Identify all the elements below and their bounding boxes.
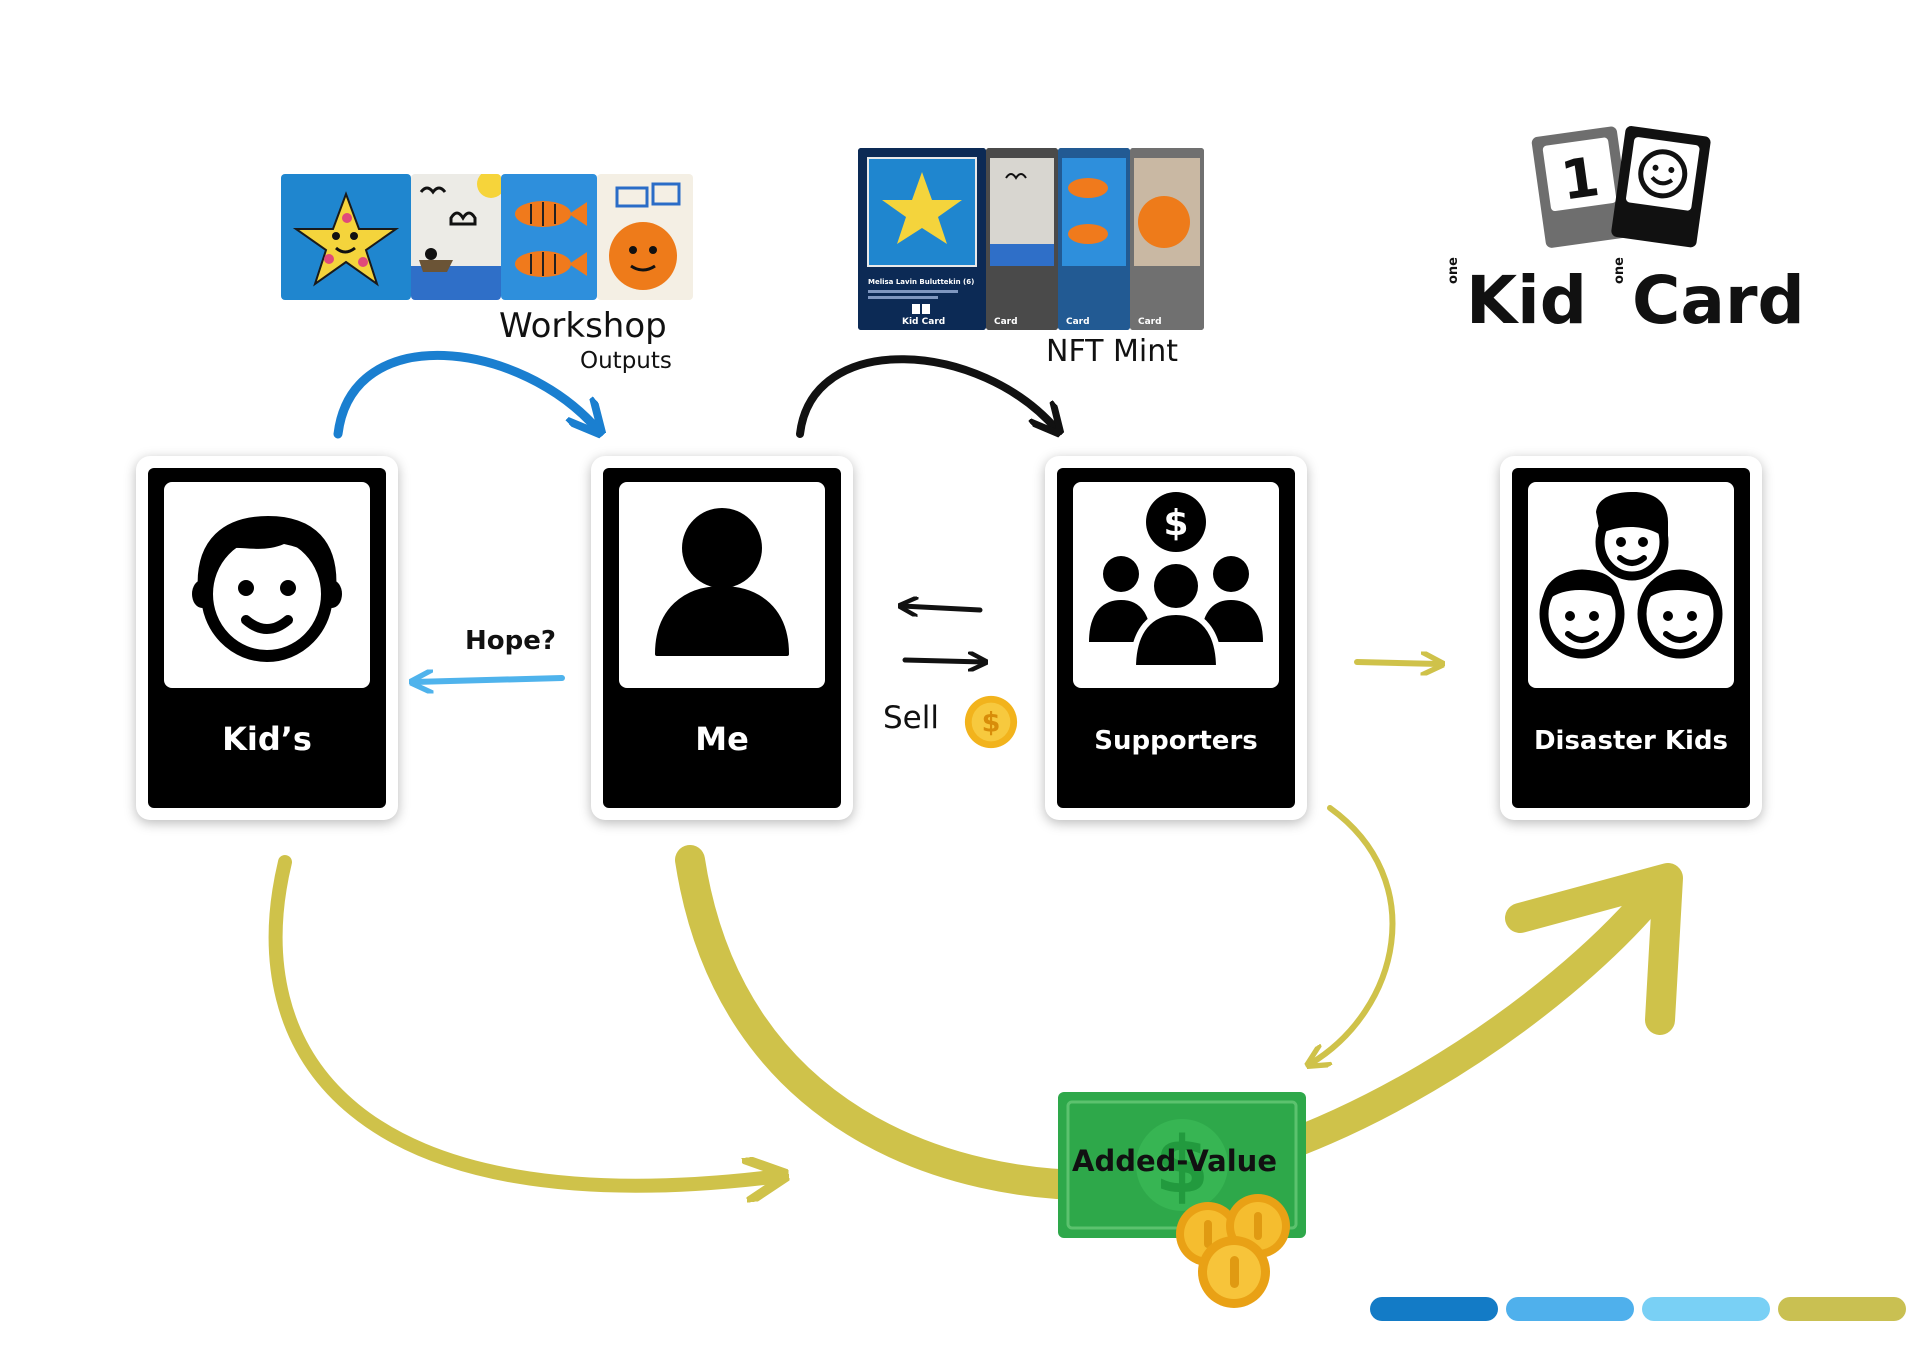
workshop-thumb-star[interactable]: [281, 174, 411, 300]
workshop-subtitle: Outputs: [580, 348, 672, 374]
hope-label: Hope?: [465, 626, 556, 656]
sell-label: Sell: [883, 700, 939, 736]
card-supporters[interactable]: $ Supporters: [1045, 456, 1307, 820]
card-me[interactable]: Me: [591, 456, 853, 820]
card-me-frame: Me: [603, 468, 841, 808]
nft-card-sun[interactable]: Card: [1130, 148, 1204, 330]
brand-card: Card: [1632, 262, 1805, 339]
person-icon: [655, 508, 789, 656]
brand-badge-number: 1: [1557, 145, 1603, 213]
svg-text:Kid Card: Kid Card: [902, 317, 945, 327]
svg-text:Card: Card: [1138, 317, 1162, 327]
card-me-label: Me: [695, 720, 749, 758]
child-face-icon: [192, 515, 342, 662]
arrow-me-to-supporters: [796, 355, 1057, 434]
workshop-thumb-sun[interactable]: [597, 174, 693, 300]
card-supporters-frame: $ Supporters: [1057, 468, 1295, 808]
card-kids-frame: Kid’s: [148, 468, 386, 808]
workshop-thumb-fish[interactable]: [501, 174, 597, 300]
progress-segment-2: [1506, 1297, 1634, 1321]
card-supporters-window: $: [1073, 482, 1279, 688]
card-disaster-kids-window: [1528, 482, 1734, 688]
brand-logo: 1 one Kid one Card: [1446, 126, 1826, 339]
arrow-exchange-left: [902, 606, 983, 610]
card-supporters-label: Supporters: [1094, 726, 1258, 756]
svg-text:$: $: [1155, 1121, 1209, 1211]
svg-text:Card: Card: [994, 317, 1018, 327]
arrow-kid-to-me: [333, 350, 598, 434]
arrow-kid-down: [268, 855, 780, 1186]
arrow-supporters-to-value: [1310, 805, 1396, 1064]
arrow-supporters-to-disaster: [1354, 662, 1440, 664]
brand-kid: Kid: [1466, 262, 1588, 339]
coins-stack-icon: [1176, 1194, 1290, 1308]
workshop-title: Workshop: [499, 306, 667, 346]
nft-card-star[interactable]: Melisa Lavin Buluttekin (6) Kid Card: [858, 148, 986, 330]
card-kids-label: Kid’s: [222, 720, 312, 758]
progress-segment-1: [1370, 1297, 1498, 1321]
nft-cards: Melisa Lavin Buluttekin (6) Kid Card Car…: [858, 148, 1204, 330]
nft-card-boat[interactable]: Card: [986, 148, 1058, 330]
arrow-exchange-right: [902, 660, 984, 662]
progress-segment-4: [1778, 1297, 1906, 1321]
added-value-label: Added-Value: [1072, 1144, 1277, 1178]
three-children-icon: [1539, 492, 1723, 659]
brand-one-1: one: [1446, 256, 1461, 284]
progress-segment-3: [1642, 1297, 1770, 1321]
workshop-thumbnails: [281, 172, 693, 302]
svg-text:Card: Card: [1066, 317, 1090, 327]
card-me-window: [619, 482, 825, 688]
svg-text:$: $: [982, 708, 1001, 739]
workshop-thumb-boat[interactable]: [411, 174, 501, 300]
arrow-value-to-disaster-head: [1505, 863, 1683, 1035]
brand-cards-icon: 1: [1531, 126, 1711, 248]
nft-card-caption: Melisa Lavin Buluttekin (6): [868, 278, 974, 286]
card-kids-window: [164, 482, 370, 688]
brand-one-2: one: [1612, 256, 1627, 284]
nft-card-fish[interactable]: Card: [1058, 148, 1130, 330]
supporters-group-icon: $: [1089, 492, 1263, 671]
nft-title: NFT Mint: [1046, 334, 1179, 369]
coin-icon: $: [964, 695, 1018, 749]
card-disaster-kids[interactable]: Disaster Kids: [1500, 456, 1762, 820]
card-disaster-kids-label: Disaster Kids: [1533, 726, 1729, 756]
arrow-hope: [414, 678, 565, 682]
card-disaster-kids-frame: Disaster Kids: [1512, 468, 1750, 808]
dollar-icon: $: [1163, 503, 1188, 544]
card-kids[interactable]: Kid’s: [136, 456, 398, 820]
